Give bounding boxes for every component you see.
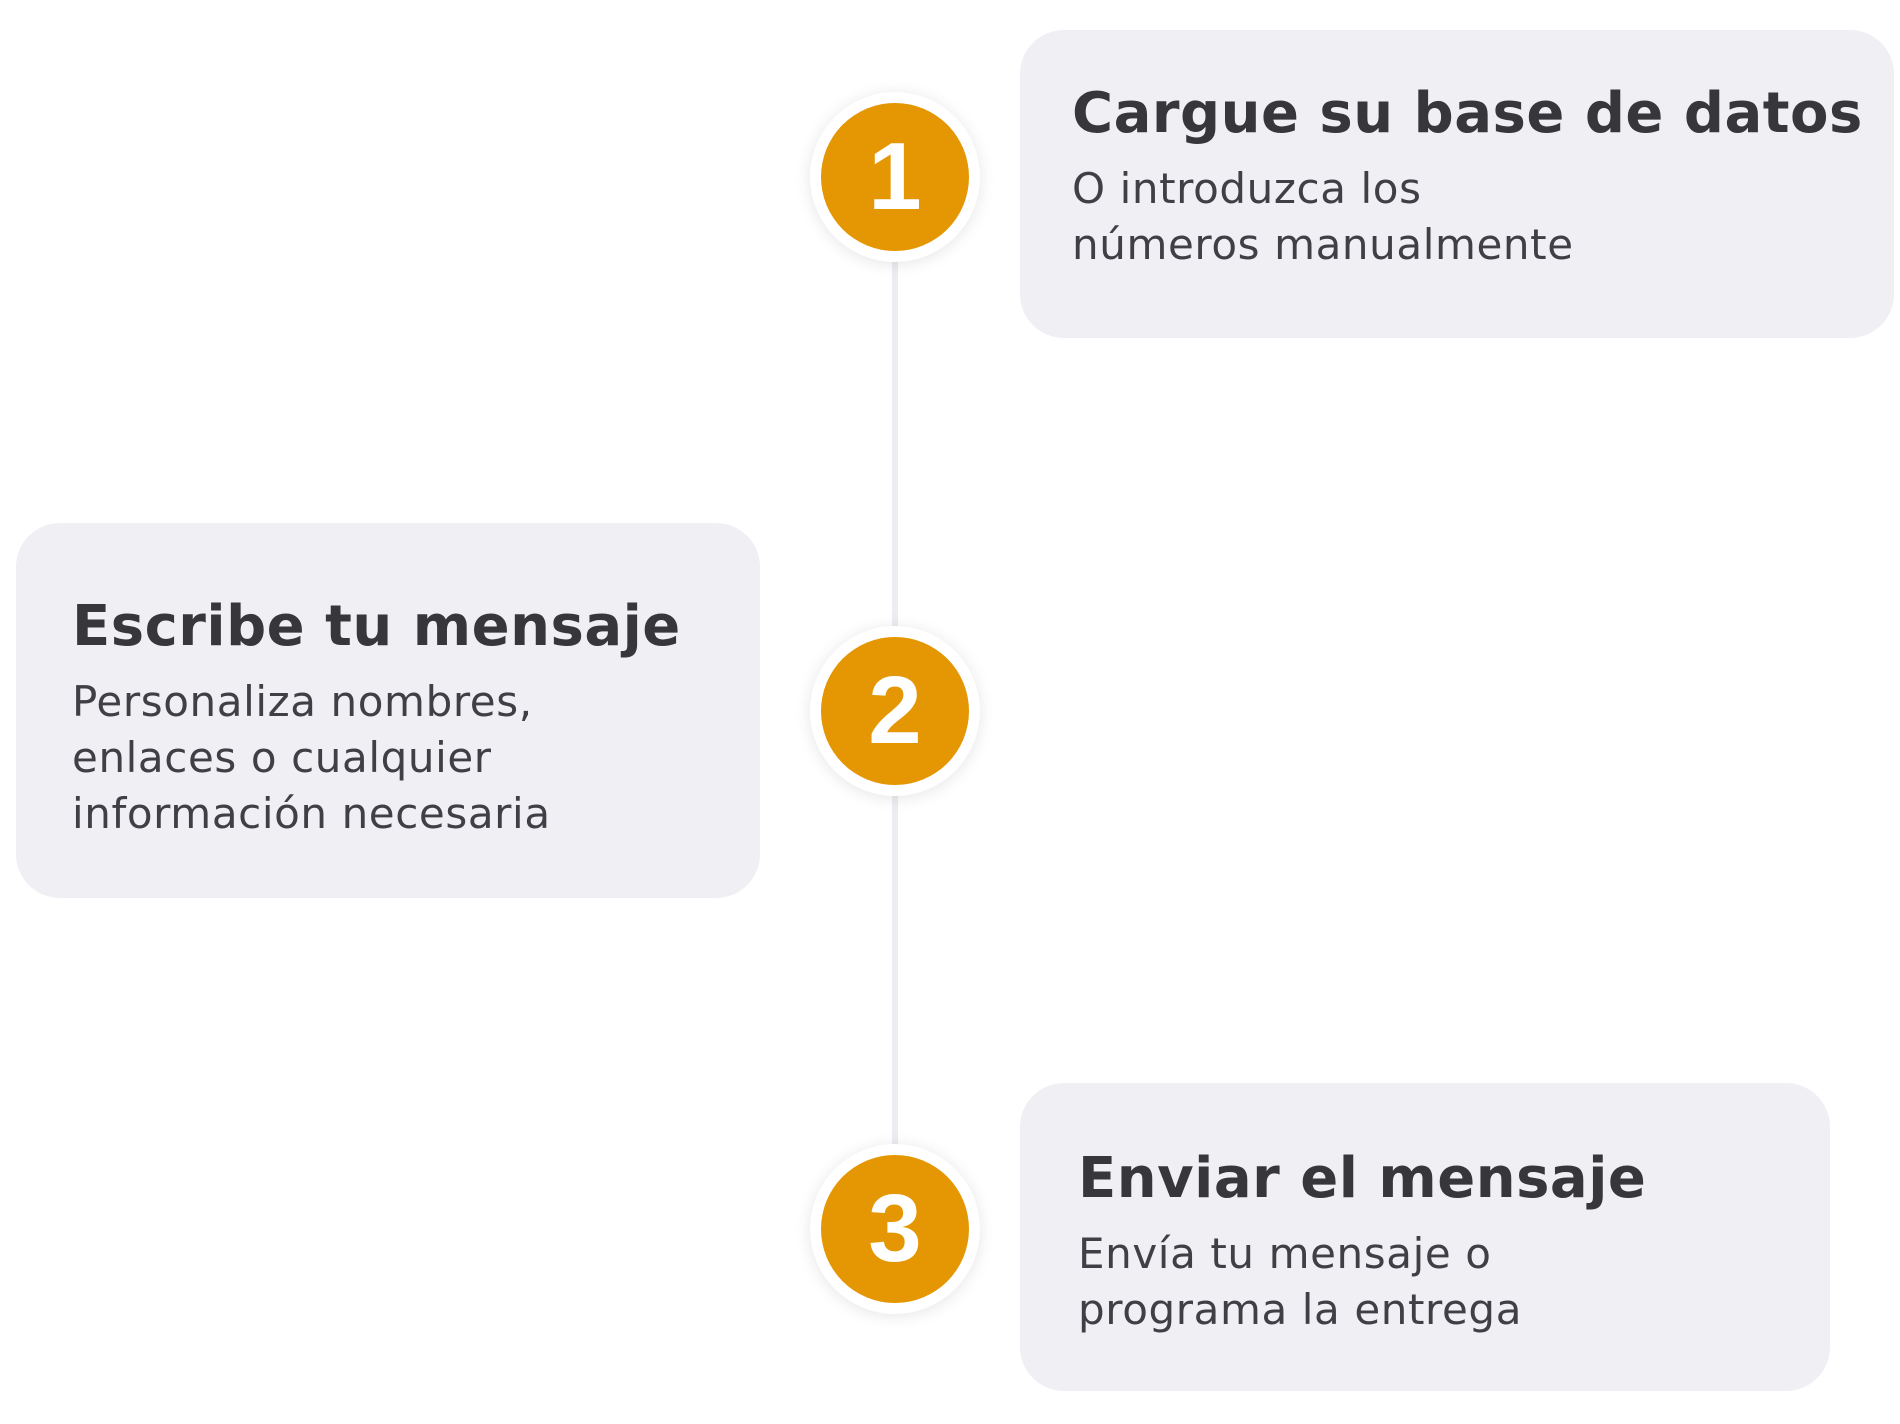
- step-card-send-message: Enviar el mensaje Envía tu mensaje o pro…: [1020, 1083, 1830, 1391]
- step-2-description: Personaliza nombres, enlaces o cualquier…: [72, 674, 760, 842]
- step-1-description: O introduzca los números manualmente: [1072, 161, 1894, 273]
- step-1-badge: 1: [810, 92, 980, 262]
- step-3-description-line: Envía tu mensaje o: [1078, 1229, 1492, 1279]
- step-3-title: Enviar el mensaje: [1078, 1146, 1647, 1211]
- step-2-title: Escribe tu mensaje: [72, 594, 681, 659]
- step-1-description-line: números manualmente: [1072, 220, 1574, 270]
- step-2-number: 2: [821, 637, 969, 785]
- step-card-upload-database: Cargue su base de datos O introduzca los…: [1020, 30, 1894, 338]
- step-2-description-line: Personaliza nombres,: [72, 677, 533, 727]
- step-3-description: Envía tu mensaje o programa la entrega: [1078, 1226, 1830, 1338]
- step-1-description-line: O introduzca los: [1072, 164, 1422, 214]
- step-2-description-line: enlaces o cualquier: [72, 733, 492, 783]
- step-2-badge: 2: [810, 626, 980, 796]
- step-3-badge: 3: [810, 1144, 980, 1314]
- step-1-title: Cargue su base de datos: [1072, 81, 1863, 146]
- step-1-number: 1: [821, 103, 969, 251]
- step-2-description-line: información necesaria: [72, 789, 551, 839]
- step-card-write-message: Escribe tu mensaje Personaliza nombres, …: [16, 523, 760, 898]
- step-3-number: 3: [821, 1155, 969, 1303]
- step-3-description-line: programa la entrega: [1078, 1285, 1523, 1335]
